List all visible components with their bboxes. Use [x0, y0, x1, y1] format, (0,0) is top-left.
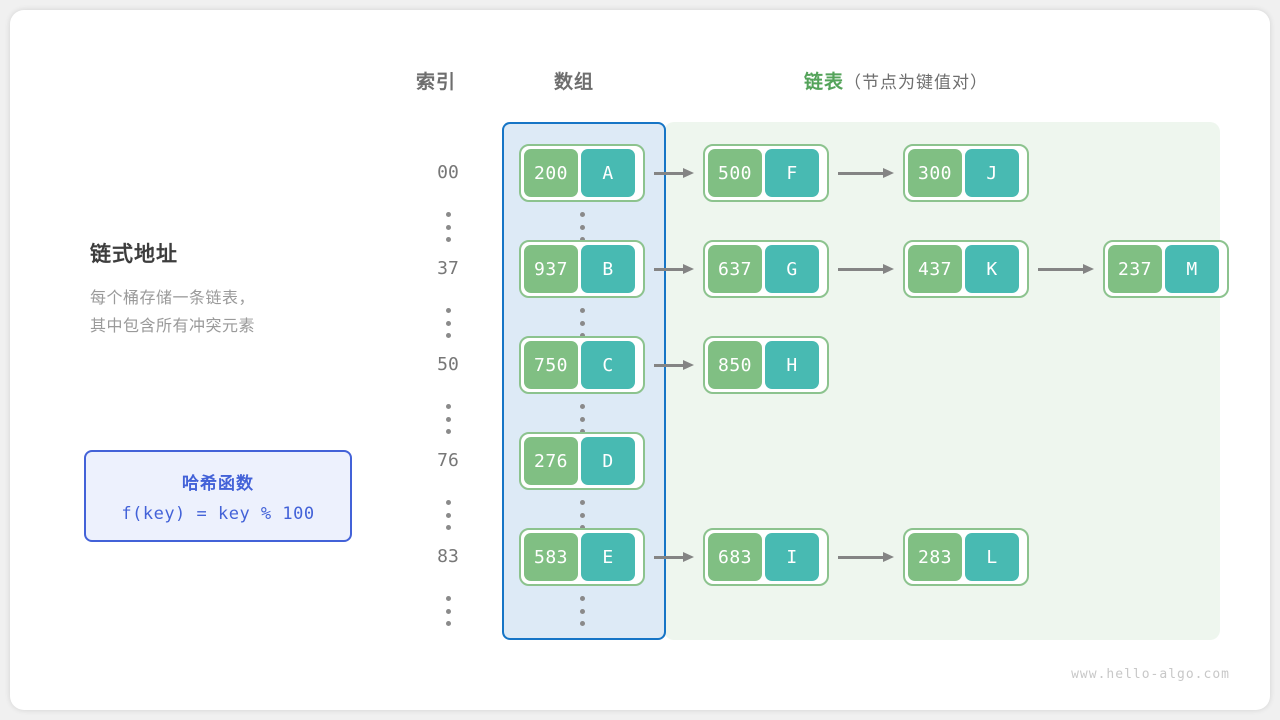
ellipsis-dot: [579, 608, 585, 614]
ellipsis-dot: [579, 525, 585, 530]
node-value: M: [1165, 245, 1219, 293]
node-key: 283: [908, 533, 962, 581]
column-header-linked-list: 链表（节点为键值对）: [804, 67, 988, 94]
ellipsis-dot: [445, 500, 451, 505]
node-key: 937: [524, 245, 578, 293]
node-key: 683: [708, 533, 762, 581]
node-value: F: [765, 149, 819, 197]
node-value: I: [765, 533, 819, 581]
hash-function-box: 哈希函数 f(key) = key % 100: [84, 450, 352, 542]
diagram-card: 链式地址 每个桶存储一条链表， 其中包含所有冲突元素 哈希函数 f(key) =…: [10, 10, 1270, 710]
node-value: J: [965, 149, 1019, 197]
node-key: 237: [1108, 245, 1162, 293]
ellipsis-dot: [445, 237, 451, 242]
ellipsis-dot: [445, 525, 451, 530]
array-ellipsis-1: [550, 306, 614, 340]
ellipsis-dot: [445, 333, 451, 338]
node-key: 500: [708, 149, 762, 197]
column-header-array: 数组: [554, 71, 595, 93]
ellipsis-dot: [579, 416, 585, 422]
node-key: 583: [524, 533, 578, 581]
ellipsis-dot: [579, 224, 585, 230]
index-ellipsis-0: [416, 210, 480, 244]
node-key: 750: [524, 341, 578, 389]
ellipsis-dot: [579, 237, 585, 242]
array-ellipsis-4: [550, 594, 614, 628]
watermark: www.hello-algo.com: [1071, 667, 1230, 682]
array-ellipsis-2: [550, 402, 614, 436]
column-header-linked-list-sub: （节点为键值对）: [844, 73, 989, 93]
node-value: C: [581, 341, 635, 389]
node-key: 276: [524, 437, 578, 485]
ellipsis-dot: [579, 621, 585, 626]
node-key: 637: [708, 245, 762, 293]
panel-description: 每个桶存储一条链表， 其中包含所有冲突元素: [90, 284, 380, 340]
node-key: 200: [524, 149, 578, 197]
index-label-76: 76: [437, 450, 459, 471]
index-ellipsis-2: [416, 402, 480, 436]
ellipsis-dot: [445, 608, 451, 614]
panel-description-line-2: 其中包含所有冲突元素: [90, 316, 256, 335]
ellipsis-dot: [445, 596, 451, 601]
node-value: K: [965, 245, 1019, 293]
index-label-37: 37: [437, 258, 459, 279]
ellipsis-dot: [445, 416, 451, 422]
node-value: L: [965, 533, 1019, 581]
ellipsis-dot: [579, 212, 585, 217]
ellipsis-dot: [579, 308, 585, 313]
node-value: H: [765, 341, 819, 389]
ellipsis-dot: [579, 596, 585, 601]
index-label-83: 83: [437, 546, 459, 567]
explanation-panel: 链式地址 每个桶存储一条链表， 其中包含所有冲突元素: [90, 238, 380, 340]
ellipsis-dot: [445, 621, 451, 626]
hash-function-title: 哈希函数: [182, 473, 254, 494]
array-ellipsis-3: [550, 498, 614, 532]
ellipsis-dot: [579, 500, 585, 505]
node-key: 850: [708, 341, 762, 389]
column-header-index: 索引: [416, 71, 457, 93]
panel-title: 链式地址: [90, 242, 178, 266]
ellipsis-dot: [579, 404, 585, 409]
node-key: 300: [908, 149, 962, 197]
ellipsis-dot: [445, 224, 451, 230]
ellipsis-dot: [579, 333, 585, 338]
index-ellipsis-4: [416, 594, 480, 628]
index-label-50: 50: [437, 354, 459, 375]
ellipsis-dot: [579, 429, 585, 434]
node-key: 437: [908, 245, 962, 293]
ellipsis-dot: [579, 512, 585, 518]
array-ellipsis-0: [550, 210, 614, 244]
index-ellipsis-1: [416, 306, 480, 340]
ellipsis-dot: [445, 212, 451, 217]
ellipsis-dot: [445, 320, 451, 326]
ellipsis-dot: [445, 429, 451, 434]
index-label-00: 00: [437, 162, 459, 183]
node-value: D: [581, 437, 635, 485]
panel-description-line-1: 每个桶存储一条链表，: [90, 288, 256, 307]
node-value: B: [581, 245, 635, 293]
node-value: G: [765, 245, 819, 293]
node-value: E: [581, 533, 635, 581]
node-value: A: [581, 149, 635, 197]
index-ellipsis-3: [416, 498, 480, 532]
column-header-linked-list-main: 链表: [804, 71, 845, 93]
ellipsis-dot: [445, 404, 451, 409]
ellipsis-dot: [445, 308, 451, 313]
ellipsis-dot: [579, 320, 585, 326]
hash-function-formula: f(key) = key % 100: [121, 503, 315, 524]
ellipsis-dot: [445, 512, 451, 518]
